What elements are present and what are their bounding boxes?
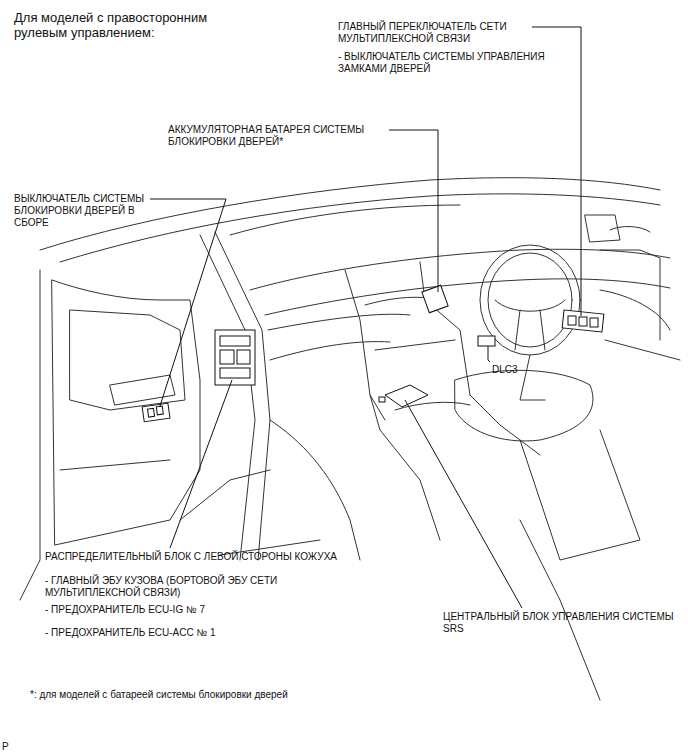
part-name: РАСПРЕДЕЛИТЕЛЬНЫЙ БЛОК С ЛЕВОЙ СТОРОНЫ К…	[45, 551, 337, 563]
diagram-title: Для моделей с правосторонним рулевым упр…	[14, 10, 229, 40]
part-name: ВЫКЛЮЧАТЕЛЬ СИСТЕМЫ БЛОКИРОВКИ ДВЕРЕЙ В …	[14, 193, 148, 229]
footnote: *: для моделей с батареей системы блокир…	[30, 689, 288, 701]
part-sub-item: - ГЛАВНЫЙ ЭБУ КУЗОВА (БОРТОВОЙ ЭБУ СЕТИ …	[45, 575, 360, 599]
part-name: ГЛАВНЫЙ ПЕРЕКЛЮЧАТЕЛЬ СЕТИ МУЛЬТИПЛЕКСНО…	[338, 21, 538, 45]
part-name: ЦЕНТРАЛЬНЫЙ БЛОК УПРАВЛЕНИЯ СИСТЕМЫ SRS	[443, 611, 675, 635]
part-sub-item: - ВЫКЛЮЧАТЕЛЬ СИСТЕМЫ УПРАВЛЕНИЯ ЗАМКАМИ…	[338, 51, 580, 75]
part-name: АККУМУЛЯТОРНАЯ БАТАРЕЯ СИСТЕМЫ БЛОКИРОВК…	[168, 124, 390, 148]
figure-code: P	[2, 741, 9, 753]
part-sub-item: - ПРЕДОХРАНИТЕЛЬ ECU-ACC № 1	[45, 627, 216, 639]
part-sub-item: - ПРЕДОХРАНИТЕЛЬ ECU-IG № 7	[45, 604, 205, 616]
part-name: DLC3	[492, 364, 518, 376]
